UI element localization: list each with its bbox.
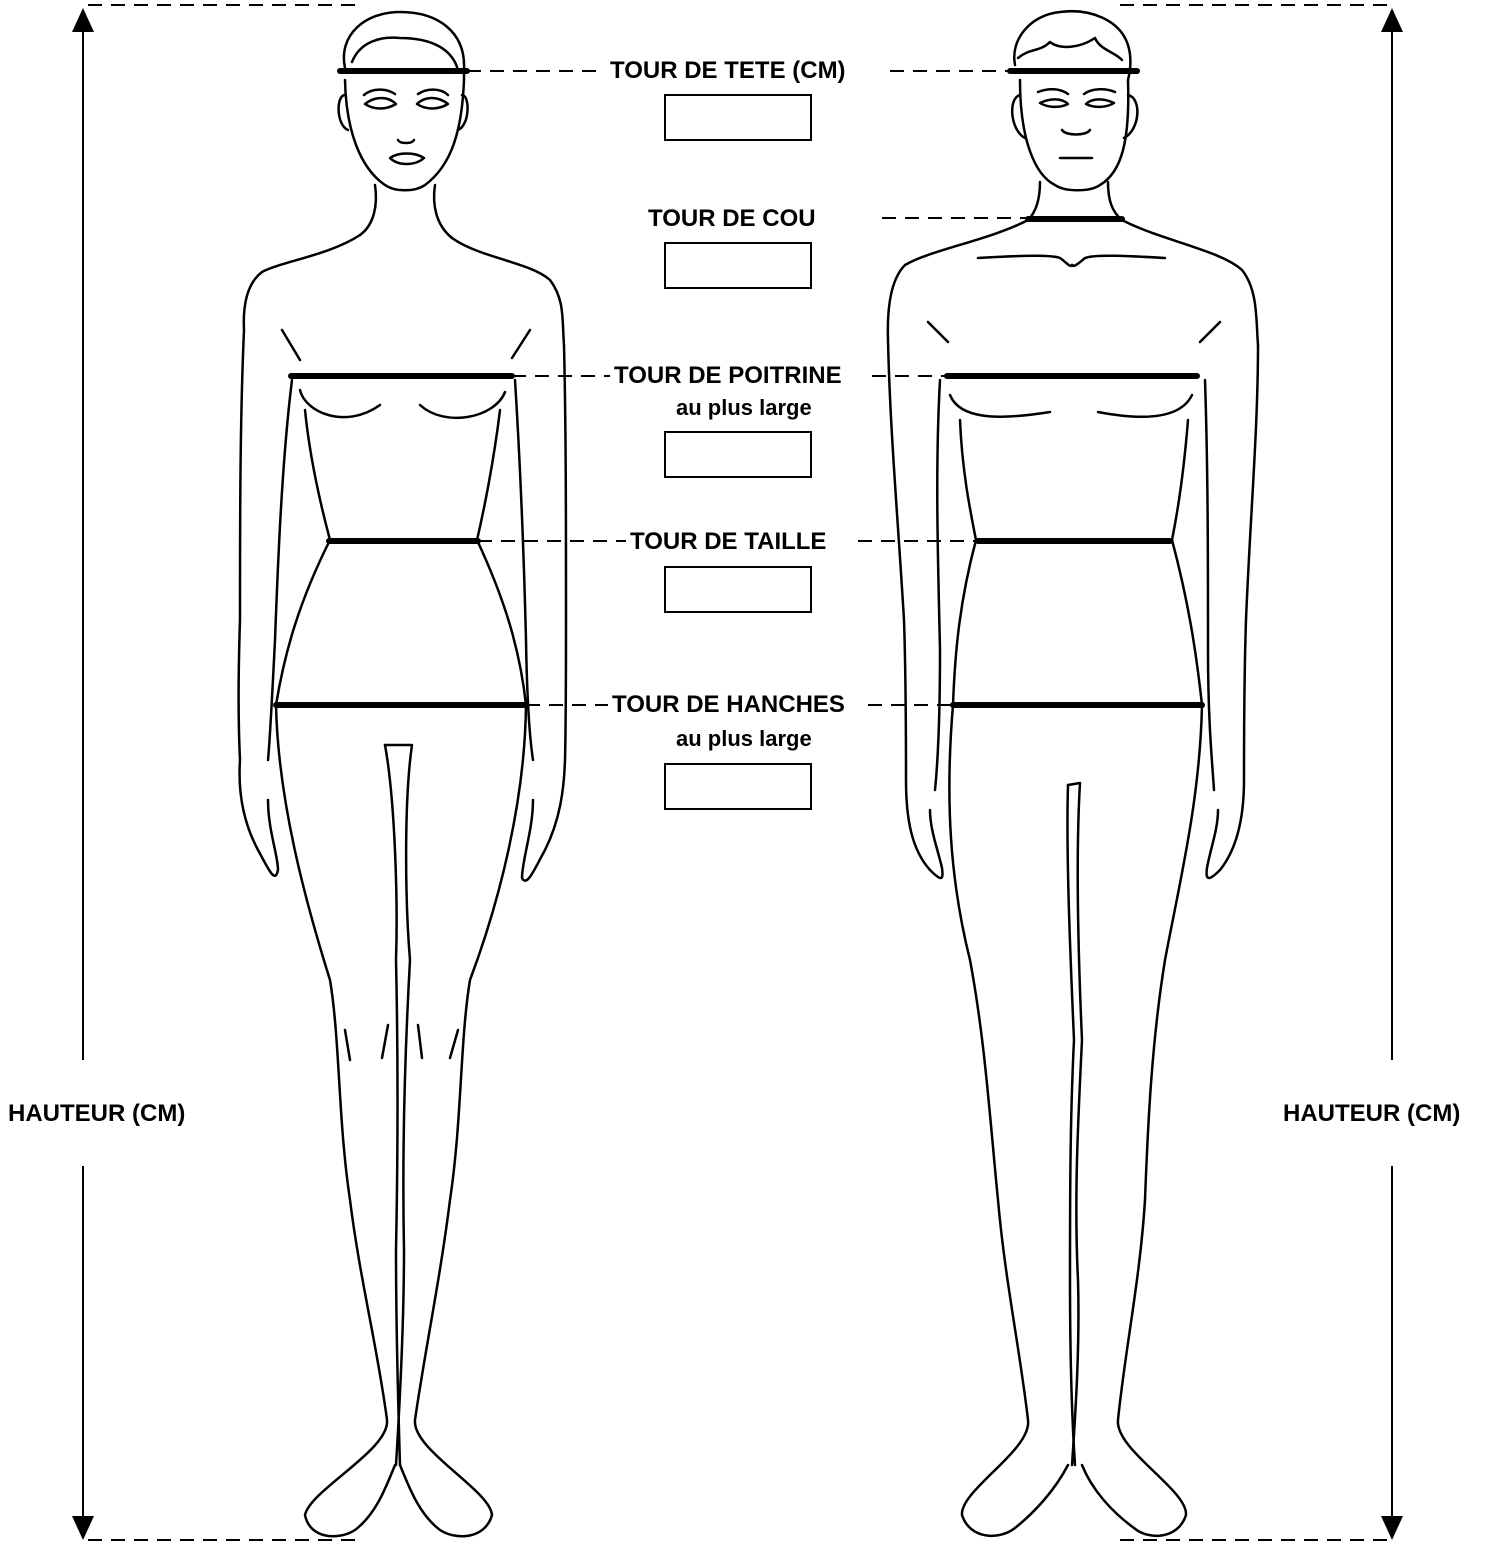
right-arrow-down-icon — [1381, 1516, 1403, 1540]
chest-circumference-label: TOUR DE POITRINE — [610, 363, 846, 389]
chest-circumference-input[interactable] — [664, 431, 812, 478]
woman-figure — [239, 12, 567, 1536]
left-arrow-up-icon — [72, 8, 94, 32]
waist-circumference-label: TOUR DE TAILLE — [626, 529, 830, 555]
head-circumference-input[interactable] — [664, 94, 812, 141]
neck-circumference-input[interactable] — [664, 242, 812, 289]
hips-circumference-label: TOUR DE HANCHES — [608, 692, 849, 718]
waist-circumference-input[interactable] — [664, 566, 812, 613]
head-circumference-label: TOUR DE TETE (CM) — [606, 58, 850, 84]
right-height-label: HAUTEUR (CM) — [1283, 1101, 1460, 1127]
hips-circumference-input[interactable] — [664, 763, 812, 810]
right-arrow-up-icon — [1381, 8, 1403, 32]
left-arrow-down-icon — [72, 1516, 94, 1540]
neck-circumference-label: TOUR DE COU — [644, 206, 820, 232]
left-height-label: HAUTEUR (CM) — [8, 1101, 185, 1127]
hips-circumference-sublabel: au plus large — [676, 727, 812, 751]
man-figure — [888, 11, 1258, 1536]
chest-circumference-sublabel: au plus large — [676, 396, 812, 420]
